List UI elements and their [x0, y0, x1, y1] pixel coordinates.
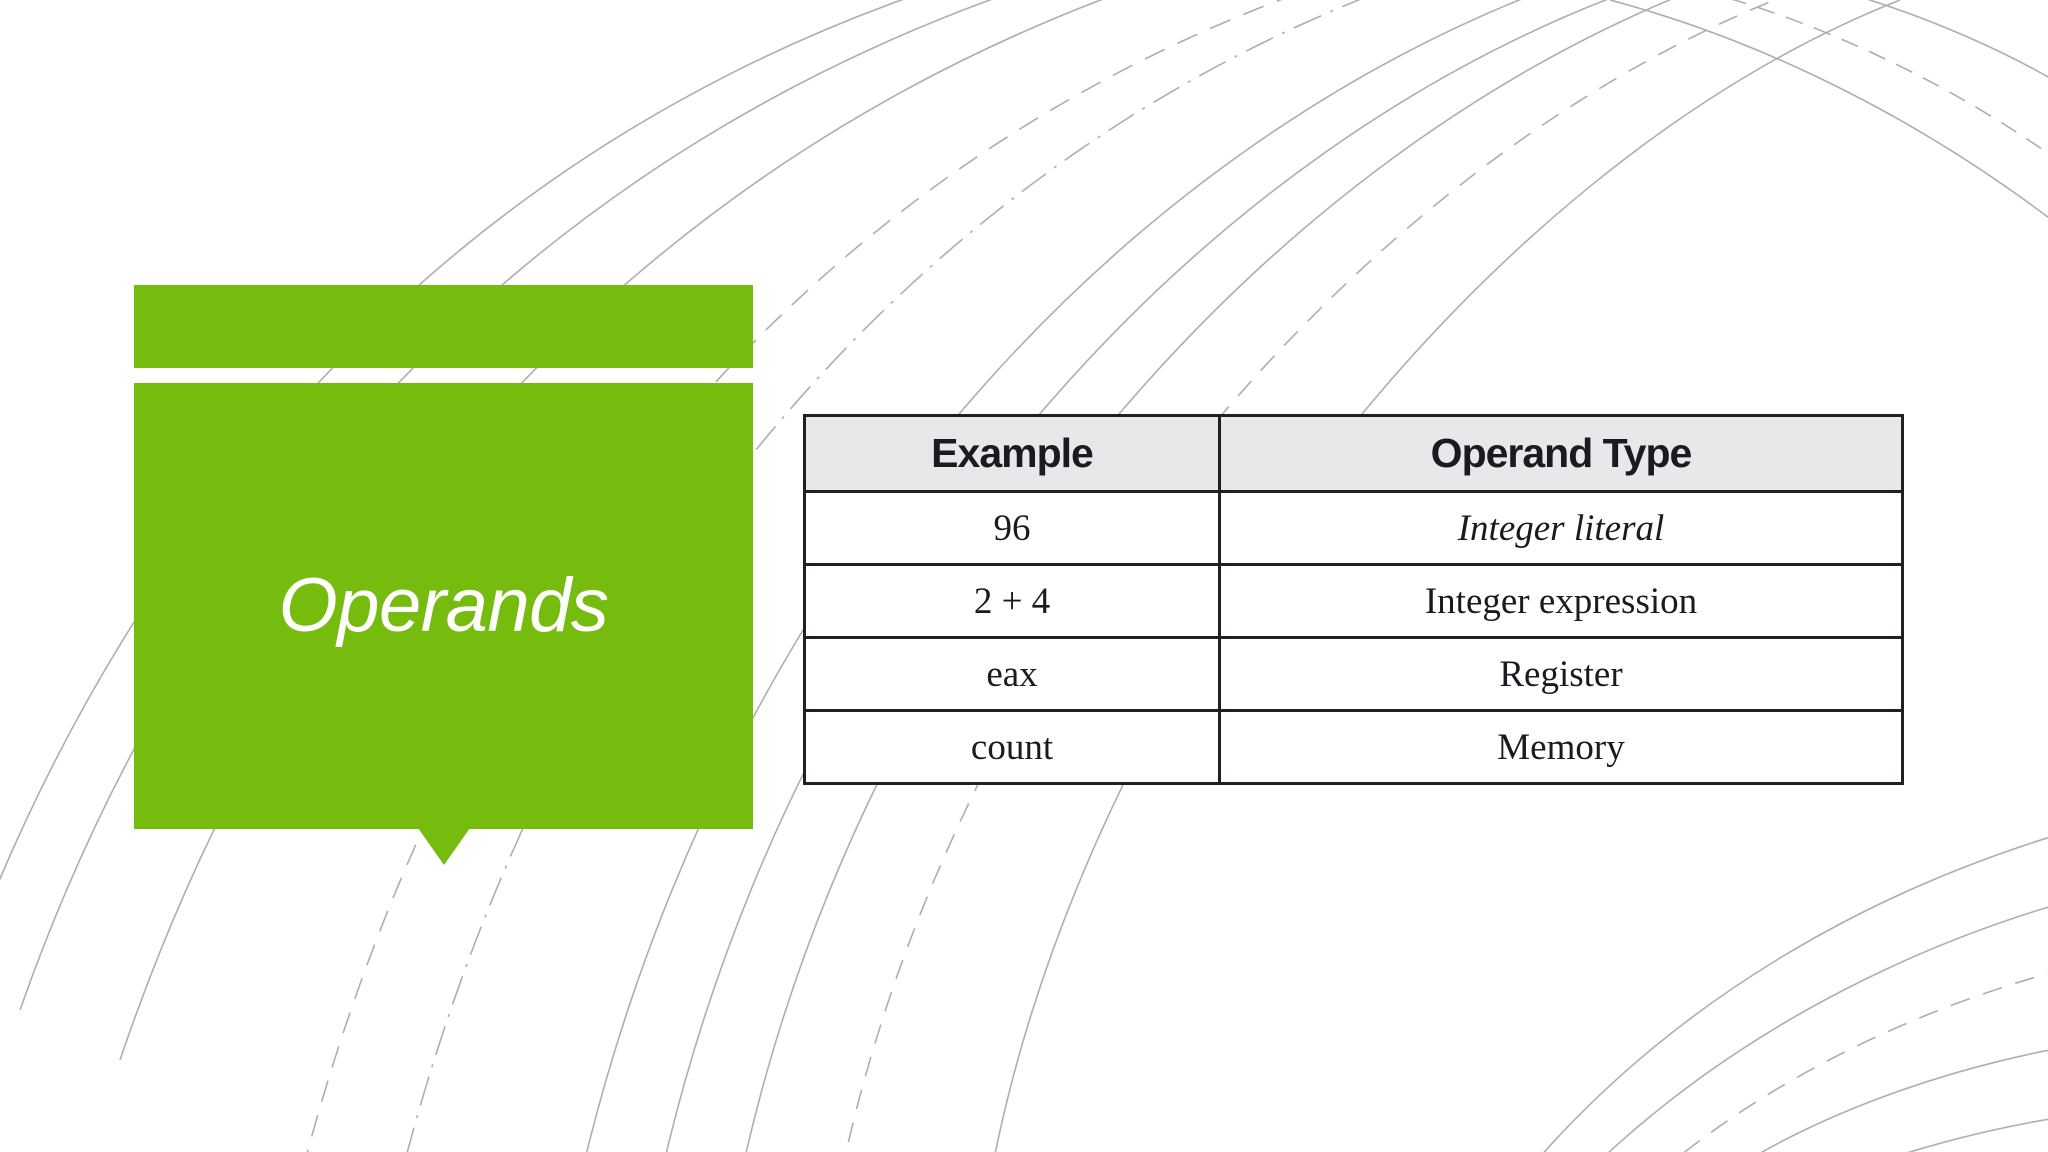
cell-example: eax [803, 636, 1221, 712]
callout-top-bar [134, 285, 753, 368]
cell-operand-type: Memory [1218, 709, 1904, 785]
cell-example: 2 + 4 [803, 563, 1221, 639]
column-header-operand-type: Operand Type [1218, 414, 1904, 493]
callout-body: Operands [134, 383, 753, 829]
cell-operand-type: Integer expression [1218, 563, 1904, 639]
table-row: eax Register [803, 636, 1904, 712]
cell-operand-type: Integer literal [1218, 490, 1904, 566]
cell-operand-type: Register [1218, 636, 1904, 712]
table-row: 2 + 4 Integer expression [803, 563, 1904, 639]
table-row: count Memory [803, 709, 1904, 785]
column-header-example: Example [803, 414, 1221, 493]
table-row: 96 Integer literal [803, 490, 1904, 566]
table-header-row: Example Operand Type [803, 414, 1904, 493]
operand-table: Example Operand Type 96 Integer literal … [803, 414, 1904, 785]
cell-example: 96 [803, 490, 1221, 566]
cell-example: count [803, 709, 1221, 785]
page-title: Operands [278, 563, 609, 648]
callout-tail-icon [418, 828, 470, 865]
title-callout: Operands [134, 285, 753, 867]
